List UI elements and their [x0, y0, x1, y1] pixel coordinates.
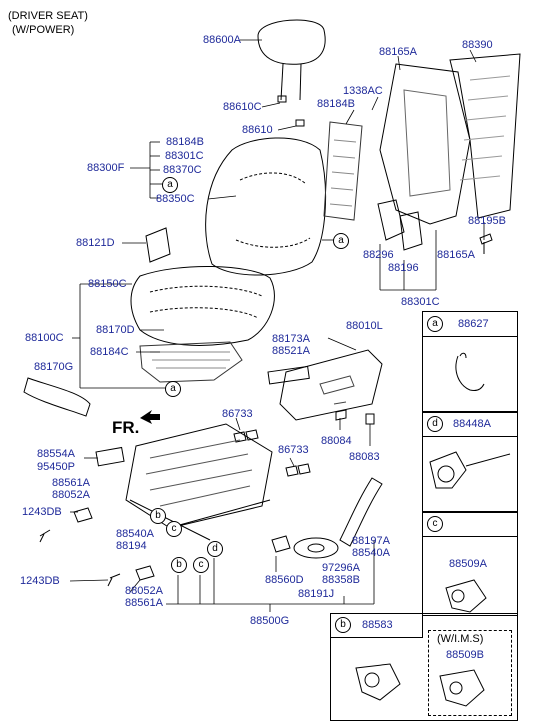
header-driver-seat: (DRIVER SEAT): [8, 10, 88, 22]
detail-a-letter: a: [427, 316, 443, 332]
label-1243DB-2[interactable]: 1243DB: [20, 575, 60, 587]
callout-b-2[interactable]: b: [171, 557, 187, 573]
label-88521A[interactable]: 88521A: [272, 345, 310, 357]
motor-b-drawing: [355, 663, 401, 701]
label-88610C[interactable]: 88610C: [223, 101, 262, 113]
label-88165A-bot[interactable]: 88165A: [437, 249, 475, 261]
label-95450P[interactable]: 95450P: [37, 461, 75, 473]
detail-d-part[interactable]: 88448A: [453, 418, 491, 430]
label-88084[interactable]: 88084: [321, 435, 352, 447]
label-88561A-1[interactable]: 88561A: [52, 477, 90, 489]
callout-d-1[interactable]: d: [207, 541, 223, 557]
label-88300F[interactable]: 88300F: [87, 162, 125, 174]
front-arrow: [140, 410, 160, 424]
label-88196[interactable]: 88196: [388, 262, 419, 274]
label-88010L[interactable]: 88010L: [346, 320, 383, 332]
seat-back-drawing: [205, 137, 327, 276]
back-board-drawing: [449, 53, 521, 219]
label-88301C-b[interactable]: 88301C: [401, 296, 440, 308]
detail-d-letter: d: [427, 416, 443, 432]
label-88195B[interactable]: 88195B: [468, 215, 506, 227]
label-88350C[interactable]: 88350C: [156, 193, 195, 205]
label-88390[interactable]: 88390: [462, 39, 493, 51]
ims-note: (W/I.M.S): [437, 633, 484, 645]
label-88184B[interactable]: 88184B: [166, 136, 204, 148]
back-mat-drawing: [323, 121, 363, 221]
detail-box-a-header: [423, 312, 517, 337]
label-1243DB-1[interactable]: 1243DB: [22, 506, 62, 518]
label-88610[interactable]: 88610: [242, 124, 273, 136]
ecu-drawing: [95, 446, 125, 467]
detail-box-b: [330, 613, 518, 721]
lumbar-motor-drawing: [429, 451, 511, 489]
side-trim-drawing: [23, 377, 91, 417]
label-88197A[interactable]: 88197A: [352, 535, 390, 547]
callout-c-2[interactable]: c: [193, 557, 209, 573]
label-88500G[interactable]: 88500G: [250, 615, 290, 627]
front-marker-label: FR.: [112, 418, 140, 437]
detail-box-a: [422, 311, 518, 413]
ims-part[interactable]: 88509B: [446, 649, 484, 661]
label-88150C[interactable]: 88150C: [88, 278, 127, 290]
ims-option-box: [428, 630, 512, 716]
detail-c-letter: c: [427, 516, 443, 532]
label-86733-2[interactable]: 86733: [278, 444, 309, 456]
cable-drawing: [339, 477, 383, 547]
label-88052A-2[interactable]: 88052A: [125, 585, 163, 597]
label-88170G[interactable]: 88170G: [34, 361, 74, 373]
label-88296[interactable]: 88296: [363, 249, 394, 261]
label-88165A-top[interactable]: 88165A: [379, 46, 417, 58]
label-97296A[interactable]: 97296A: [322, 562, 360, 574]
label-88052A-1[interactable]: 88052A: [52, 489, 90, 501]
side-shield-drawing: [279, 349, 383, 421]
seat-track-drawing: [125, 423, 273, 529]
label-88184C[interactable]: 88184C: [90, 346, 129, 358]
callout-a-1[interactable]: a: [162, 177, 178, 193]
detail-box-d: [422, 411, 518, 513]
detail-b-letter: b: [335, 617, 351, 633]
header-power: (W/POWER): [12, 24, 75, 36]
headrest-drawing: [257, 19, 326, 65]
label-88554A[interactable]: 88554A: [37, 448, 75, 460]
label-88358B[interactable]: 88358B: [322, 574, 360, 586]
label-88301C-a[interactable]: 88301C: [165, 150, 204, 162]
callout-a-2[interactable]: a: [333, 233, 349, 249]
detail-box-b-header: [330, 613, 423, 638]
label-1338AC[interactable]: 1338AC: [343, 85, 383, 97]
motor-c-drawing: [445, 579, 487, 613]
label-88194[interactable]: 88194: [116, 540, 147, 552]
label-88083[interactable]: 88083: [349, 451, 380, 463]
motor-ims-drawing: [439, 669, 485, 707]
label-88170D[interactable]: 88170D: [96, 324, 135, 336]
lever-drawing: [145, 227, 171, 263]
callout-c-1[interactable]: c: [166, 521, 182, 537]
label-88600A[interactable]: 88600A: [203, 34, 241, 46]
label-86733-1[interactable]: 86733: [222, 408, 253, 420]
label-88121D[interactable]: 88121D: [76, 237, 115, 249]
detail-a-part[interactable]: 88627: [458, 318, 489, 330]
callout-a-3[interactable]: a: [165, 381, 181, 397]
seat-cushion-drawing: [130, 266, 275, 346]
label-88540A-2[interactable]: 88540A: [352, 547, 390, 559]
back-frame-drawing: [379, 63, 471, 225]
label-88370C[interactable]: 88370C: [163, 164, 202, 176]
detail-box-d-header: [423, 412, 517, 437]
label-88191J[interactable]: 88191J: [298, 588, 335, 600]
callout-b-1[interactable]: b: [150, 508, 166, 524]
spring-clip-drawing: [455, 355, 485, 391]
label-88100C[interactable]: 88100C: [25, 332, 64, 344]
label-88540A-1[interactable]: 88540A: [116, 528, 154, 540]
label-88561A-2[interactable]: 88561A: [125, 597, 163, 609]
label-88173A[interactable]: 88173A: [272, 333, 310, 345]
seat-mat-drawing: [139, 341, 243, 383]
label-88184B-2[interactable]: 88184B: [317, 98, 355, 110]
detail-c-part[interactable]: 88509A: [449, 558, 487, 570]
label-88560D[interactable]: 88560D: [265, 574, 304, 586]
detail-box-c: [422, 511, 518, 616]
detail-box-c-header: [423, 512, 517, 537]
detail-b-part[interactable]: 88583: [362, 619, 393, 631]
